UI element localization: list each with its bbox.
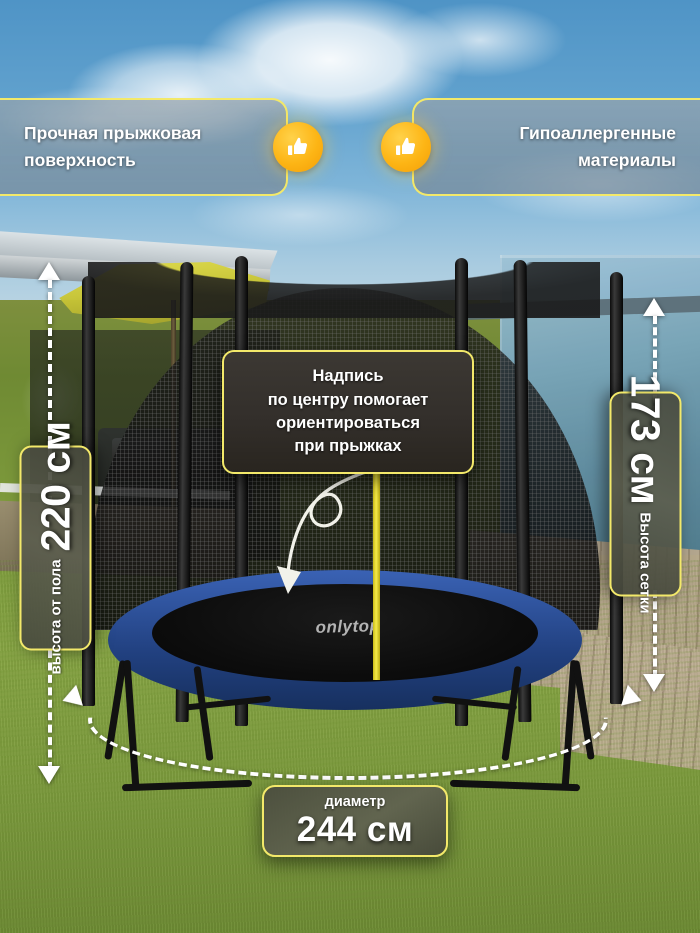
dimension-caption: высота от пола — [47, 559, 64, 675]
height-arrow-down-left — [38, 766, 60, 784]
center-callout-line-2: по центру помогает — [267, 390, 429, 409]
thumbs-up-glyph — [396, 137, 416, 155]
dimension-value: 220 см — [32, 421, 78, 552]
center-sign-post — [373, 455, 380, 680]
feature-text-line-2: материалы — [578, 150, 676, 170]
center-callout-line-4: при прыжках — [294, 437, 402, 456]
feature-text-line-2: поверхность — [24, 150, 136, 170]
thumbs-up-glyph — [288, 137, 308, 155]
dimension-content: высота от пола 220 см — [32, 422, 79, 675]
dimension-label-net-height: 173 см Высота сетки — [609, 374, 682, 614]
center-callout-line-1: Надпись — [312, 367, 384, 386]
dimension-label-floor-height: высота от пола 220 см — [19, 422, 92, 674]
feature-banner-durable-surface: Прочная прыжковая поверхность — [0, 98, 288, 196]
height-guide-line-left-upper — [48, 280, 52, 516]
height-guide-line-left-lower — [48, 650, 52, 770]
net-height-arrow-down-right — [643, 674, 665, 692]
thumbs-up-icon — [381, 122, 431, 172]
feature-text-line-1: Гипоаллергенные — [519, 122, 676, 143]
dimension-value: 173 см — [623, 374, 669, 505]
jumping-mat — [152, 584, 538, 682]
dimension-caption: Высота сетки — [637, 512, 654, 614]
feature-text-line-1: Прочная прыжковая — [24, 122, 202, 143]
net-height-guide-line-upper — [653, 316, 657, 414]
dimension-badge-diameter: диаметр 244 см — [262, 785, 448, 857]
center-callout-text: Надпись по центру помогает ориентировать… — [268, 365, 429, 459]
dimension-content: 173 см Высота сетки — [622, 374, 669, 613]
feature-banner-hypoallergenic: Гипоаллергенные материалы — [412, 98, 700, 196]
center-callout-line-3: ориентироваться — [276, 414, 420, 432]
brand-logo: onlytop — [315, 616, 381, 637]
center-callout-sign: Надпись по центру помогает ориентировать… — [222, 350, 474, 474]
net-height-arrow-up-right — [643, 298, 665, 316]
feature-banner-text: Гипоаллергенные материалы — [519, 120, 676, 174]
feature-banner-text: Прочная прыжковая поверхность — [24, 120, 201, 174]
height-arrow-up-left — [38, 262, 60, 280]
diameter-caption: диаметр — [324, 793, 386, 810]
diameter-value: 244 см — [296, 810, 414, 850]
thumbs-up-icon — [273, 122, 323, 172]
net-height-guide-line-lower — [653, 590, 657, 678]
